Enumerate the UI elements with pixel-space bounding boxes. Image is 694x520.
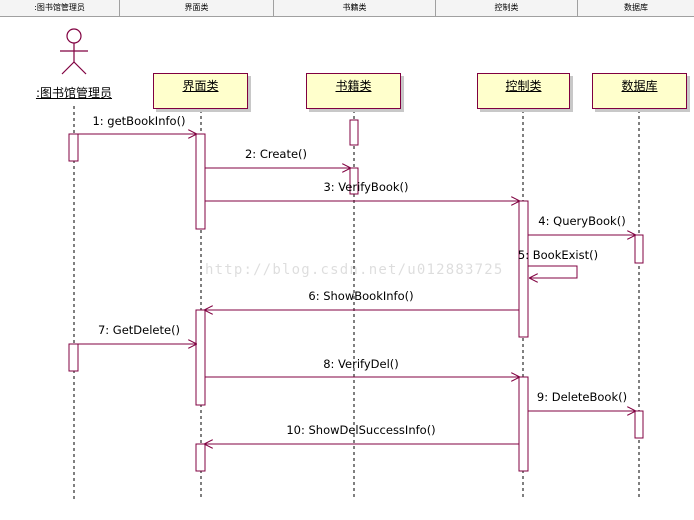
activation-ui-3 [195, 443, 206, 472]
header-cell-actor[interactable]: :图书馆管理员 [0, 0, 120, 16]
activation-actor-2 [68, 343, 79, 372]
participant-ui-box[interactable]: 界面类 [153, 73, 248, 109]
header-cell-control[interactable]: 控制类 [436, 0, 578, 16]
watermark-text: http://blog.csdn.net/u012883725 [205, 262, 504, 278]
message-label-8: 8: VerifyDel() [323, 357, 399, 371]
activation-control-1 [518, 200, 529, 338]
participant-control-box[interactable]: 控制类 [477, 73, 570, 109]
header-cell-ui[interactable]: 界面类 [120, 0, 274, 16]
activation-actor-1 [68, 133, 79, 162]
message-arrow-5[interactable] [528, 265, 578, 278]
activation-database-2 [634, 410, 644, 439]
message-label-3: 3: VerifyBook() [323, 180, 409, 194]
activation-control-2 [518, 376, 529, 472]
actor-icon[interactable] [60, 28, 88, 75]
header-cell-book[interactable]: 书籍类 [274, 0, 436, 16]
message-label-2: 2: Create() [244, 147, 308, 161]
activation-database-1 [634, 234, 644, 264]
message-label-10: 10: ShowDelSuccessInfo() [286, 423, 436, 437]
swimlane-header: :图书馆管理员 界面类 书籍类 控制类 数据库 [0, 0, 694, 17]
message-label-5: 5: BookExist() [517, 248, 599, 262]
header-cell-database[interactable]: 数据库 [624, 3, 648, 12]
participant-database-box[interactable]: 数据库 [592, 73, 687, 109]
message-label-6: 6: ShowBookInfo() [308, 289, 414, 303]
message-label-4: 4: QueryBook() [538, 214, 626, 228]
participant-book-box[interactable]: 书籍类 [306, 73, 401, 109]
activation-ui-1 [195, 133, 206, 230]
message-label-7: 7: GetDelete() [97, 323, 181, 337]
message-label-9: 9: DeleteBook() [536, 390, 628, 404]
actor-label[interactable]: :图书馆管理员 [35, 86, 113, 100]
activation-ui-2 [195, 309, 206, 406]
message-label-1: 1: getBookInfo() [92, 114, 186, 128]
activation-book-1 [349, 119, 359, 146]
activation-book-2 [349, 167, 359, 195]
